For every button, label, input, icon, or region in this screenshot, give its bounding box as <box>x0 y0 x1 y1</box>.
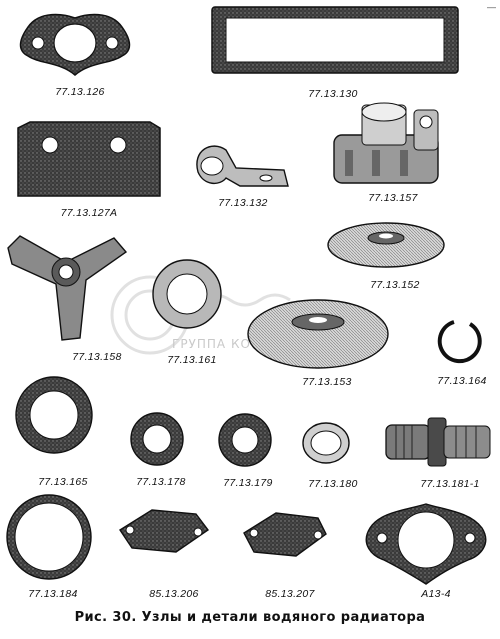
part-gasket-130 <box>211 6 459 74</box>
part-label: 77.13.181-1 <box>420 478 480 490</box>
part-disc-152 <box>327 222 445 268</box>
part-ring-184 <box>6 494 92 580</box>
part-gasket-126 <box>19 13 131 76</box>
watermark-text: ГРУППА КО <box>172 337 251 351</box>
part-label: 77.13.165 <box>38 476 88 488</box>
part-housing-157 <box>333 102 439 184</box>
part-label: А13-4 <box>421 588 451 600</box>
part-gasket-a13-4 <box>365 503 487 585</box>
part-label: 77.13.180 <box>308 478 358 490</box>
part-label: 77.13.127А <box>60 207 118 219</box>
part-ring-161 <box>152 259 222 329</box>
part-label: 77.13.152 <box>370 279 420 291</box>
part-label: 77.13.158 <box>72 351 122 363</box>
part-label: 77.13.164 <box>437 375 487 387</box>
part-label: 77.13.157 <box>368 192 418 204</box>
part-label: 85.13.207 <box>265 588 315 600</box>
part-label: 77.13.179 <box>223 477 273 489</box>
part-label: 85.13.206 <box>149 588 199 600</box>
figure-caption: Рис. 30. Узлы и детали водяного радиатор… <box>74 610 426 625</box>
part-label: 77.13.161 <box>167 354 217 366</box>
part-plate-206 <box>119 509 209 553</box>
part-label: 77.13.130 <box>308 88 358 100</box>
part-ring-165 <box>15 376 93 454</box>
part-clamp-132 <box>196 145 289 187</box>
part-label: 77.13.126 <box>55 86 105 98</box>
part-label: 77.13.132 <box>218 197 268 209</box>
part-plate-207 <box>243 512 327 557</box>
page-mark: — <box>487 2 496 12</box>
part-label: 77.13.153 <box>302 376 352 388</box>
part-label: 77.13.178 <box>136 476 186 488</box>
part-disc-153 <box>247 299 389 369</box>
part-ring-180 <box>302 422 350 464</box>
part-ring-178 <box>130 412 184 466</box>
part-plate-127a <box>17 121 161 197</box>
part-ring-179 <box>218 413 272 467</box>
part-fitting-181-1 <box>385 417 491 467</box>
part-snapring-164 <box>437 320 482 364</box>
part-label: 77.13.184 <box>28 588 78 600</box>
part-hub-158 <box>7 235 128 341</box>
